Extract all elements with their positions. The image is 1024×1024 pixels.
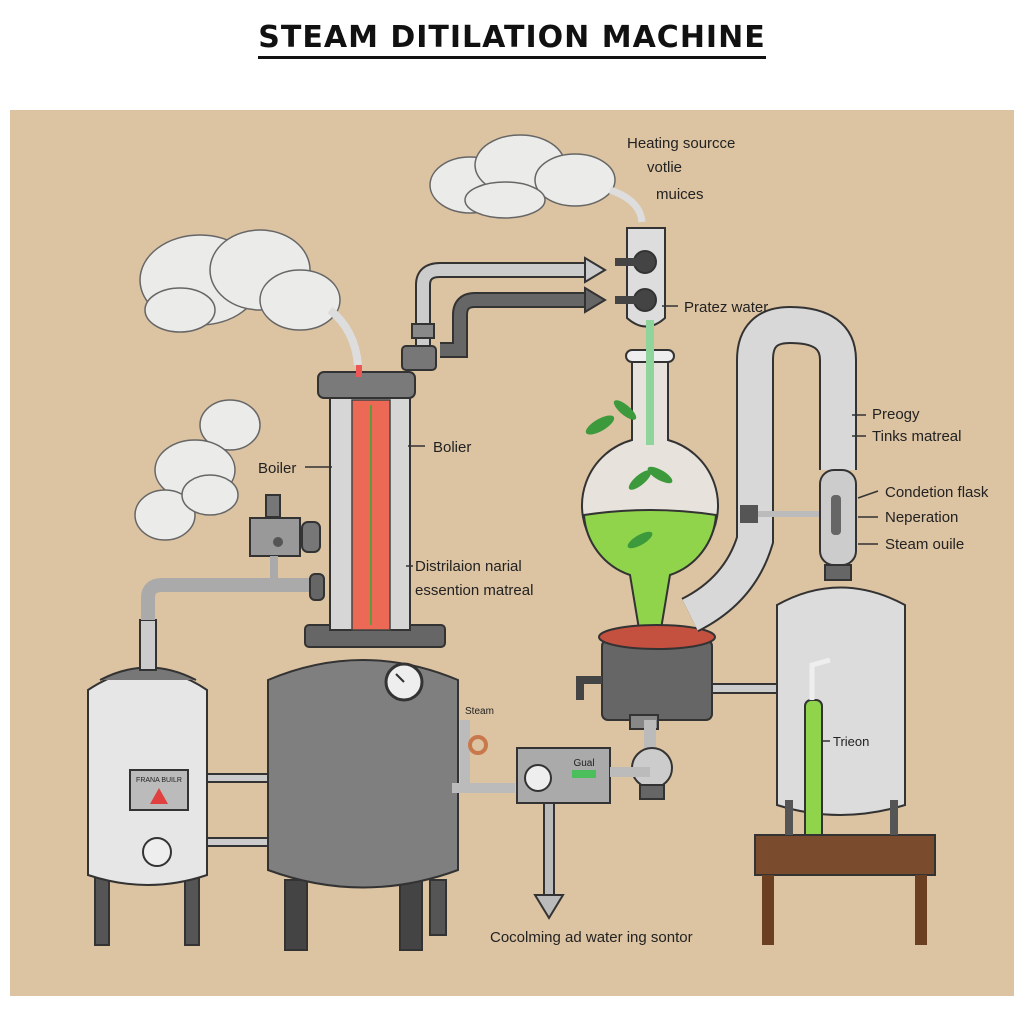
steam-pipes [401,256,607,371]
steam-cloud-top [429,134,646,223]
round-bottom-flask [581,320,719,636]
label-votlie: votlie [647,159,682,176]
right-condenser [681,305,936,945]
label-cooling-water: Cocolming ad water ing sontor [490,929,693,946]
label-preogy: Preogy [872,406,920,423]
heating-pot [576,624,778,800]
plate-label: FRANA BUILR [136,777,182,784]
label-heating-source: Heating sourcce [627,135,735,152]
steam-cloud-top-left [139,229,362,366]
distillation-column [317,365,416,631]
condenser-tube [615,227,666,328]
label-boiler-left: Boiler [258,460,296,477]
diagram-title: STEAM DITILATION MACHINE [0,20,1024,59]
steam-valve [249,494,325,601]
label-steam-ouile: Steam ouile [885,536,964,553]
left-tank: FRANA BUILR [87,619,208,946]
label-trieon: Trieon [833,734,869,749]
label-distrilaion: Distrilaion narial [415,558,522,575]
leader-lines [305,305,879,742]
label-condetion-flask: Condetion flask [885,484,989,501]
status-indicator [572,770,596,778]
down-arrow-icon [533,894,565,920]
wooden-stand [754,834,936,876]
label-pratez-water: Pratez water [684,299,768,316]
gual-label: Gual [573,758,594,769]
label-boiler-right: Bolier [433,439,471,456]
label-essention: essention matreal [415,582,533,599]
label-muices: muices [656,186,704,203]
warning-icon [150,788,168,804]
connector-pipes [141,578,320,847]
control-box: Gual [452,720,650,920]
label-tinks: Tinks matreal [872,428,961,445]
control-gauge [524,764,552,792]
label-steam: Steam [465,706,494,717]
title-text: STEAM DITILATION MACHINE [258,20,766,59]
pressure-gauge-left [142,837,172,867]
label-neperation: Neperation [885,509,958,526]
steam-cloud-mid-left [134,399,261,541]
